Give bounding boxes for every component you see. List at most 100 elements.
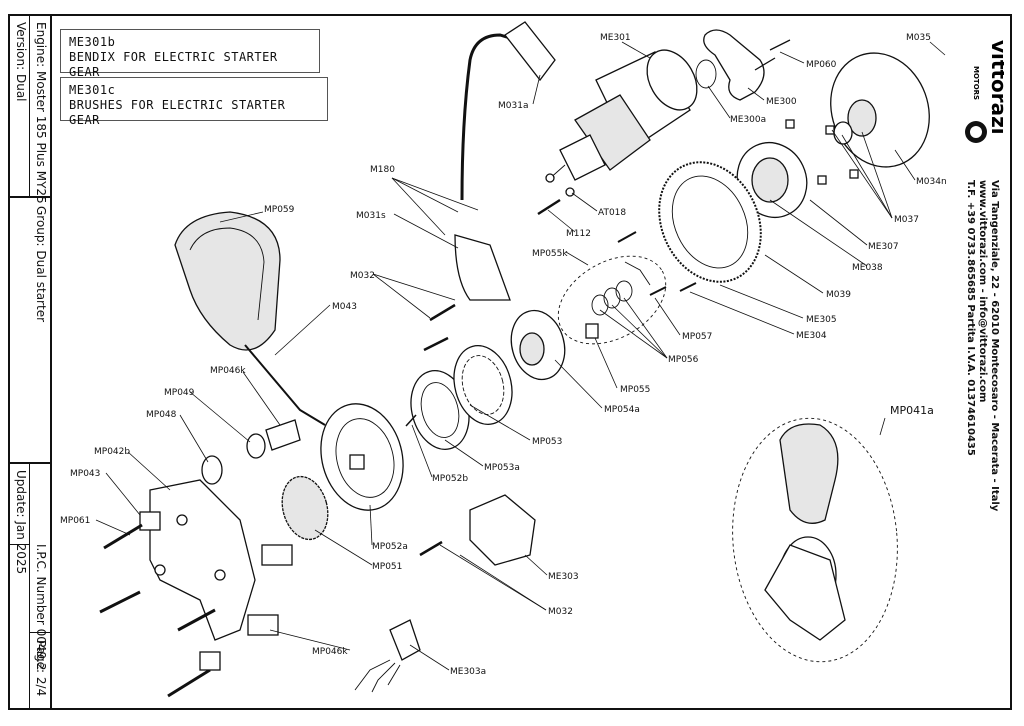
frame-hole bbox=[154, 564, 166, 576]
screw bbox=[679, 282, 697, 292]
brand-sub: MOTORS bbox=[972, 66, 980, 100]
note-code: ME301b bbox=[69, 35, 116, 49]
title-block-divider bbox=[29, 462, 30, 710]
note-desc: BENDIX FOR ELECTRIC STARTER GEAR bbox=[69, 50, 278, 79]
label-m034n: M034n bbox=[916, 177, 947, 187]
label-mp055k: MP055k bbox=[532, 249, 568, 259]
gear-hub-center bbox=[751, 157, 789, 203]
title-block-divider bbox=[8, 196, 50, 198]
title-block: Version: Dual Engine: Moster 185 Plus MY… bbox=[8, 14, 52, 710]
label-mp046k-top: MP046k bbox=[210, 366, 246, 376]
pawl-kit-outline bbox=[557, 255, 667, 345]
bushing-mp046k bbox=[265, 419, 301, 451]
label-mp051: MP051 bbox=[372, 562, 402, 572]
nut bbox=[817, 175, 827, 185]
label-m037: M037 bbox=[894, 215, 919, 225]
spark-cap bbox=[504, 21, 556, 82]
spring-housing-coils bbox=[461, 355, 505, 415]
bracket bbox=[703, 29, 765, 101]
label-mp057: MP057 bbox=[682, 332, 712, 342]
pawl-pin bbox=[585, 323, 599, 339]
label-me305: ME305 bbox=[806, 315, 837, 325]
bushing bbox=[199, 651, 221, 671]
label-me307: ME307 bbox=[868, 242, 899, 252]
label-mp052a: MP052a bbox=[372, 542, 408, 552]
spring-housing bbox=[453, 345, 513, 425]
recoil-spring bbox=[281, 475, 329, 541]
bushing bbox=[139, 511, 161, 531]
assembly-frame bbox=[764, 544, 846, 641]
note-code: ME301c bbox=[69, 83, 116, 97]
label-mp041a: MP041a bbox=[890, 404, 934, 417]
label-m032-bottom: M032 bbox=[548, 607, 573, 617]
spark-cable bbox=[460, 33, 511, 201]
o-ring bbox=[695, 59, 717, 89]
leader-lines bbox=[95, 41, 946, 671]
starter-motor bbox=[545, 49, 698, 183]
label-m031s: M031s bbox=[356, 211, 386, 221]
note-desc: BRUSHES FOR ELECTRIC STARTER GEAR bbox=[69, 98, 286, 127]
label-m180: M180 bbox=[370, 165, 395, 175]
flywheel-hub bbox=[847, 99, 877, 137]
bolt bbox=[103, 523, 143, 550]
connector-wires bbox=[354, 659, 401, 693]
label-mp053: MP053 bbox=[532, 437, 562, 447]
label-mp046k-bottom: MP046k bbox=[312, 647, 348, 657]
screw bbox=[649, 286, 667, 296]
label-m031a: M031a bbox=[498, 101, 528, 111]
bearing bbox=[201, 455, 223, 485]
bolt bbox=[754, 57, 776, 71]
auxiliary-starter bbox=[469, 494, 536, 566]
label-mp059: MP059 bbox=[264, 205, 295, 215]
bolt-m032 bbox=[423, 336, 449, 352]
bolt bbox=[177, 608, 216, 632]
label-me304: ME304 bbox=[796, 331, 827, 341]
spacer bbox=[261, 544, 293, 566]
spring-cup-inner bbox=[420, 382, 460, 438]
label-mp048: MP048 bbox=[146, 410, 177, 420]
washer bbox=[246, 433, 266, 459]
label-mp060: MP060 bbox=[806, 60, 837, 70]
label-me303: ME303 bbox=[548, 572, 579, 582]
bolt bbox=[167, 668, 211, 698]
label-me303a: ME303a bbox=[450, 667, 486, 677]
pin-mp052b bbox=[405, 414, 417, 427]
assembly-outline bbox=[732, 417, 898, 663]
label-mp049: MP049 bbox=[164, 388, 195, 398]
title-block-divider bbox=[29, 14, 30, 196]
spacer bbox=[247, 614, 279, 636]
ratchet-hub bbox=[519, 332, 545, 366]
nut bbox=[849, 169, 859, 179]
note-box-me301c: ME301c BRUSHES FOR ELECTRIC STARTER GEAR bbox=[60, 77, 328, 127]
label-mp055: MP055 bbox=[620, 385, 650, 395]
nut bbox=[785, 119, 795, 129]
label-m035: M035 bbox=[906, 33, 931, 43]
frame-hole bbox=[176, 514, 188, 526]
note-box-me301b: ME301b BENDIX FOR ELECTRIC STARTER GEAR bbox=[60, 29, 320, 79]
label-mp061: MP061 bbox=[60, 516, 90, 526]
bolt-m112 bbox=[537, 198, 561, 216]
label-mp056: MP056 bbox=[668, 355, 699, 365]
pulley-center bbox=[349, 454, 365, 470]
vittorazi-logo: vittorazi MOTORS bbox=[965, 40, 1004, 143]
label-m039: M039 bbox=[826, 290, 851, 300]
label-me300: ME300 bbox=[766, 97, 797, 107]
ring-gear-inner bbox=[671, 175, 749, 269]
label-mp053a: MP053a bbox=[484, 463, 520, 473]
washer bbox=[603, 287, 621, 309]
drawing-frame bbox=[8, 14, 1012, 710]
washer bbox=[591, 294, 609, 316]
belt-inner bbox=[189, 227, 265, 321]
washer-at018 bbox=[565, 187, 575, 197]
belt bbox=[174, 211, 281, 351]
label-mp054a: MP054a bbox=[604, 405, 640, 415]
title-block-divider bbox=[29, 632, 50, 633]
title-block-divider bbox=[8, 544, 29, 545]
ring-gear bbox=[658, 161, 762, 283]
pawl-spring bbox=[624, 261, 651, 286]
bolt bbox=[99, 590, 141, 614]
label-at018: AT018 bbox=[598, 208, 626, 218]
label-m112: M112 bbox=[566, 229, 591, 239]
